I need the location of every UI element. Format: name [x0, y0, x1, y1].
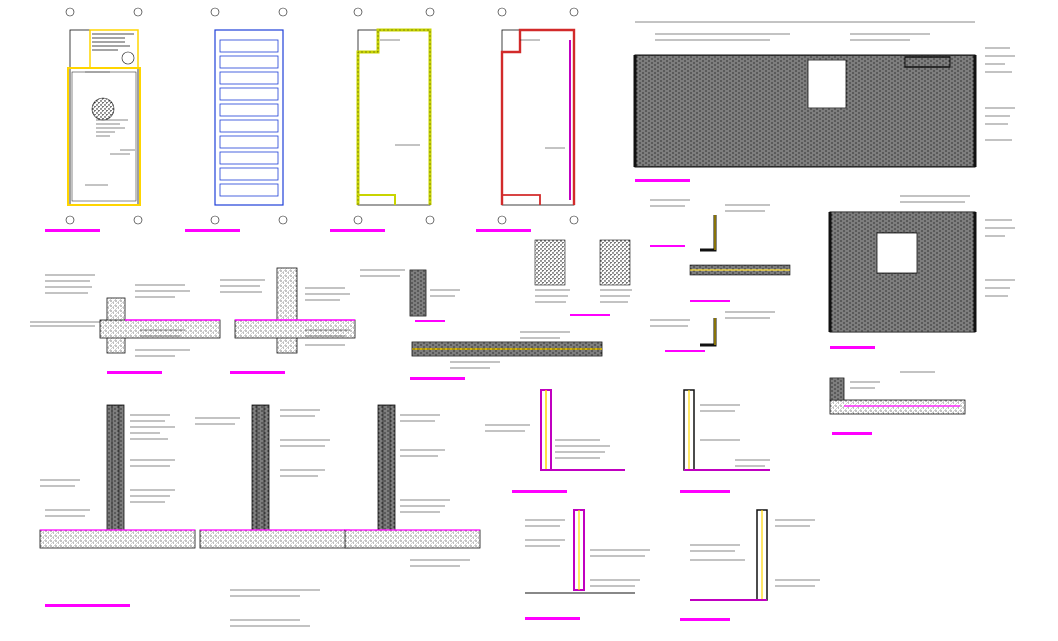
grid-bubble	[569, 215, 579, 225]
plan-joist-bar	[219, 135, 279, 149]
column-detail-4	[680, 509, 820, 621]
plan-joist-bar	[219, 183, 279, 197]
plan-2	[185, 29, 284, 232]
wall-elevation-small	[828, 195, 1015, 349]
grid-bubble	[65, 7, 75, 17]
wall-sections-row	[39, 389, 820, 627]
column-detail-2	[680, 389, 770, 493]
plan-joist-bar	[219, 39, 279, 53]
grid-bubble	[278, 215, 288, 225]
column-detail-3	[525, 509, 650, 620]
grid-bubble	[278, 7, 288, 17]
plan-joist-bar	[219, 151, 279, 165]
wall-section-2	[195, 404, 351, 627]
grid-bubble	[133, 7, 143, 17]
slab-edge-detail	[829, 371, 966, 435]
grid-bubble	[210, 7, 220, 17]
wall-section-1	[39, 404, 196, 607]
plan-joist-bar	[219, 71, 279, 85]
grid-bubble	[353, 7, 363, 17]
plan-4	[476, 28, 576, 232]
wall-elevation-large	[633, 21, 1015, 182]
block-detail-small	[360, 269, 460, 322]
grid-bubble	[425, 215, 435, 225]
grid-bubble	[569, 7, 579, 17]
foundation-plans-row	[45, 7, 1015, 232]
horizontal-bond-beam	[410, 331, 603, 380]
footing-detail-2	[220, 267, 356, 374]
grid-bubble	[65, 215, 75, 225]
wall-corner-details	[650, 199, 791, 352]
plan-joist-bar	[219, 103, 279, 117]
material-samples	[534, 239, 632, 316]
grid-bubble	[133, 215, 143, 225]
grid-bubble	[497, 7, 507, 17]
grid-bubble	[353, 215, 363, 225]
column-detail-1	[485, 389, 625, 493]
grid-bubble	[497, 215, 507, 225]
middle-details-row	[30, 195, 1015, 435]
plan-joist-bar	[219, 119, 279, 133]
plan-joist-bar	[219, 55, 279, 69]
wall-section-3	[344, 404, 481, 567]
grid-bubble	[425, 7, 435, 17]
plan-joist-bar	[219, 87, 279, 101]
plan-joist-bar	[219, 167, 279, 181]
plan-1	[45, 29, 141, 232]
grid-bubble	[210, 215, 220, 225]
plan-3	[330, 28, 432, 232]
footing-detail-1	[30, 274, 221, 374]
